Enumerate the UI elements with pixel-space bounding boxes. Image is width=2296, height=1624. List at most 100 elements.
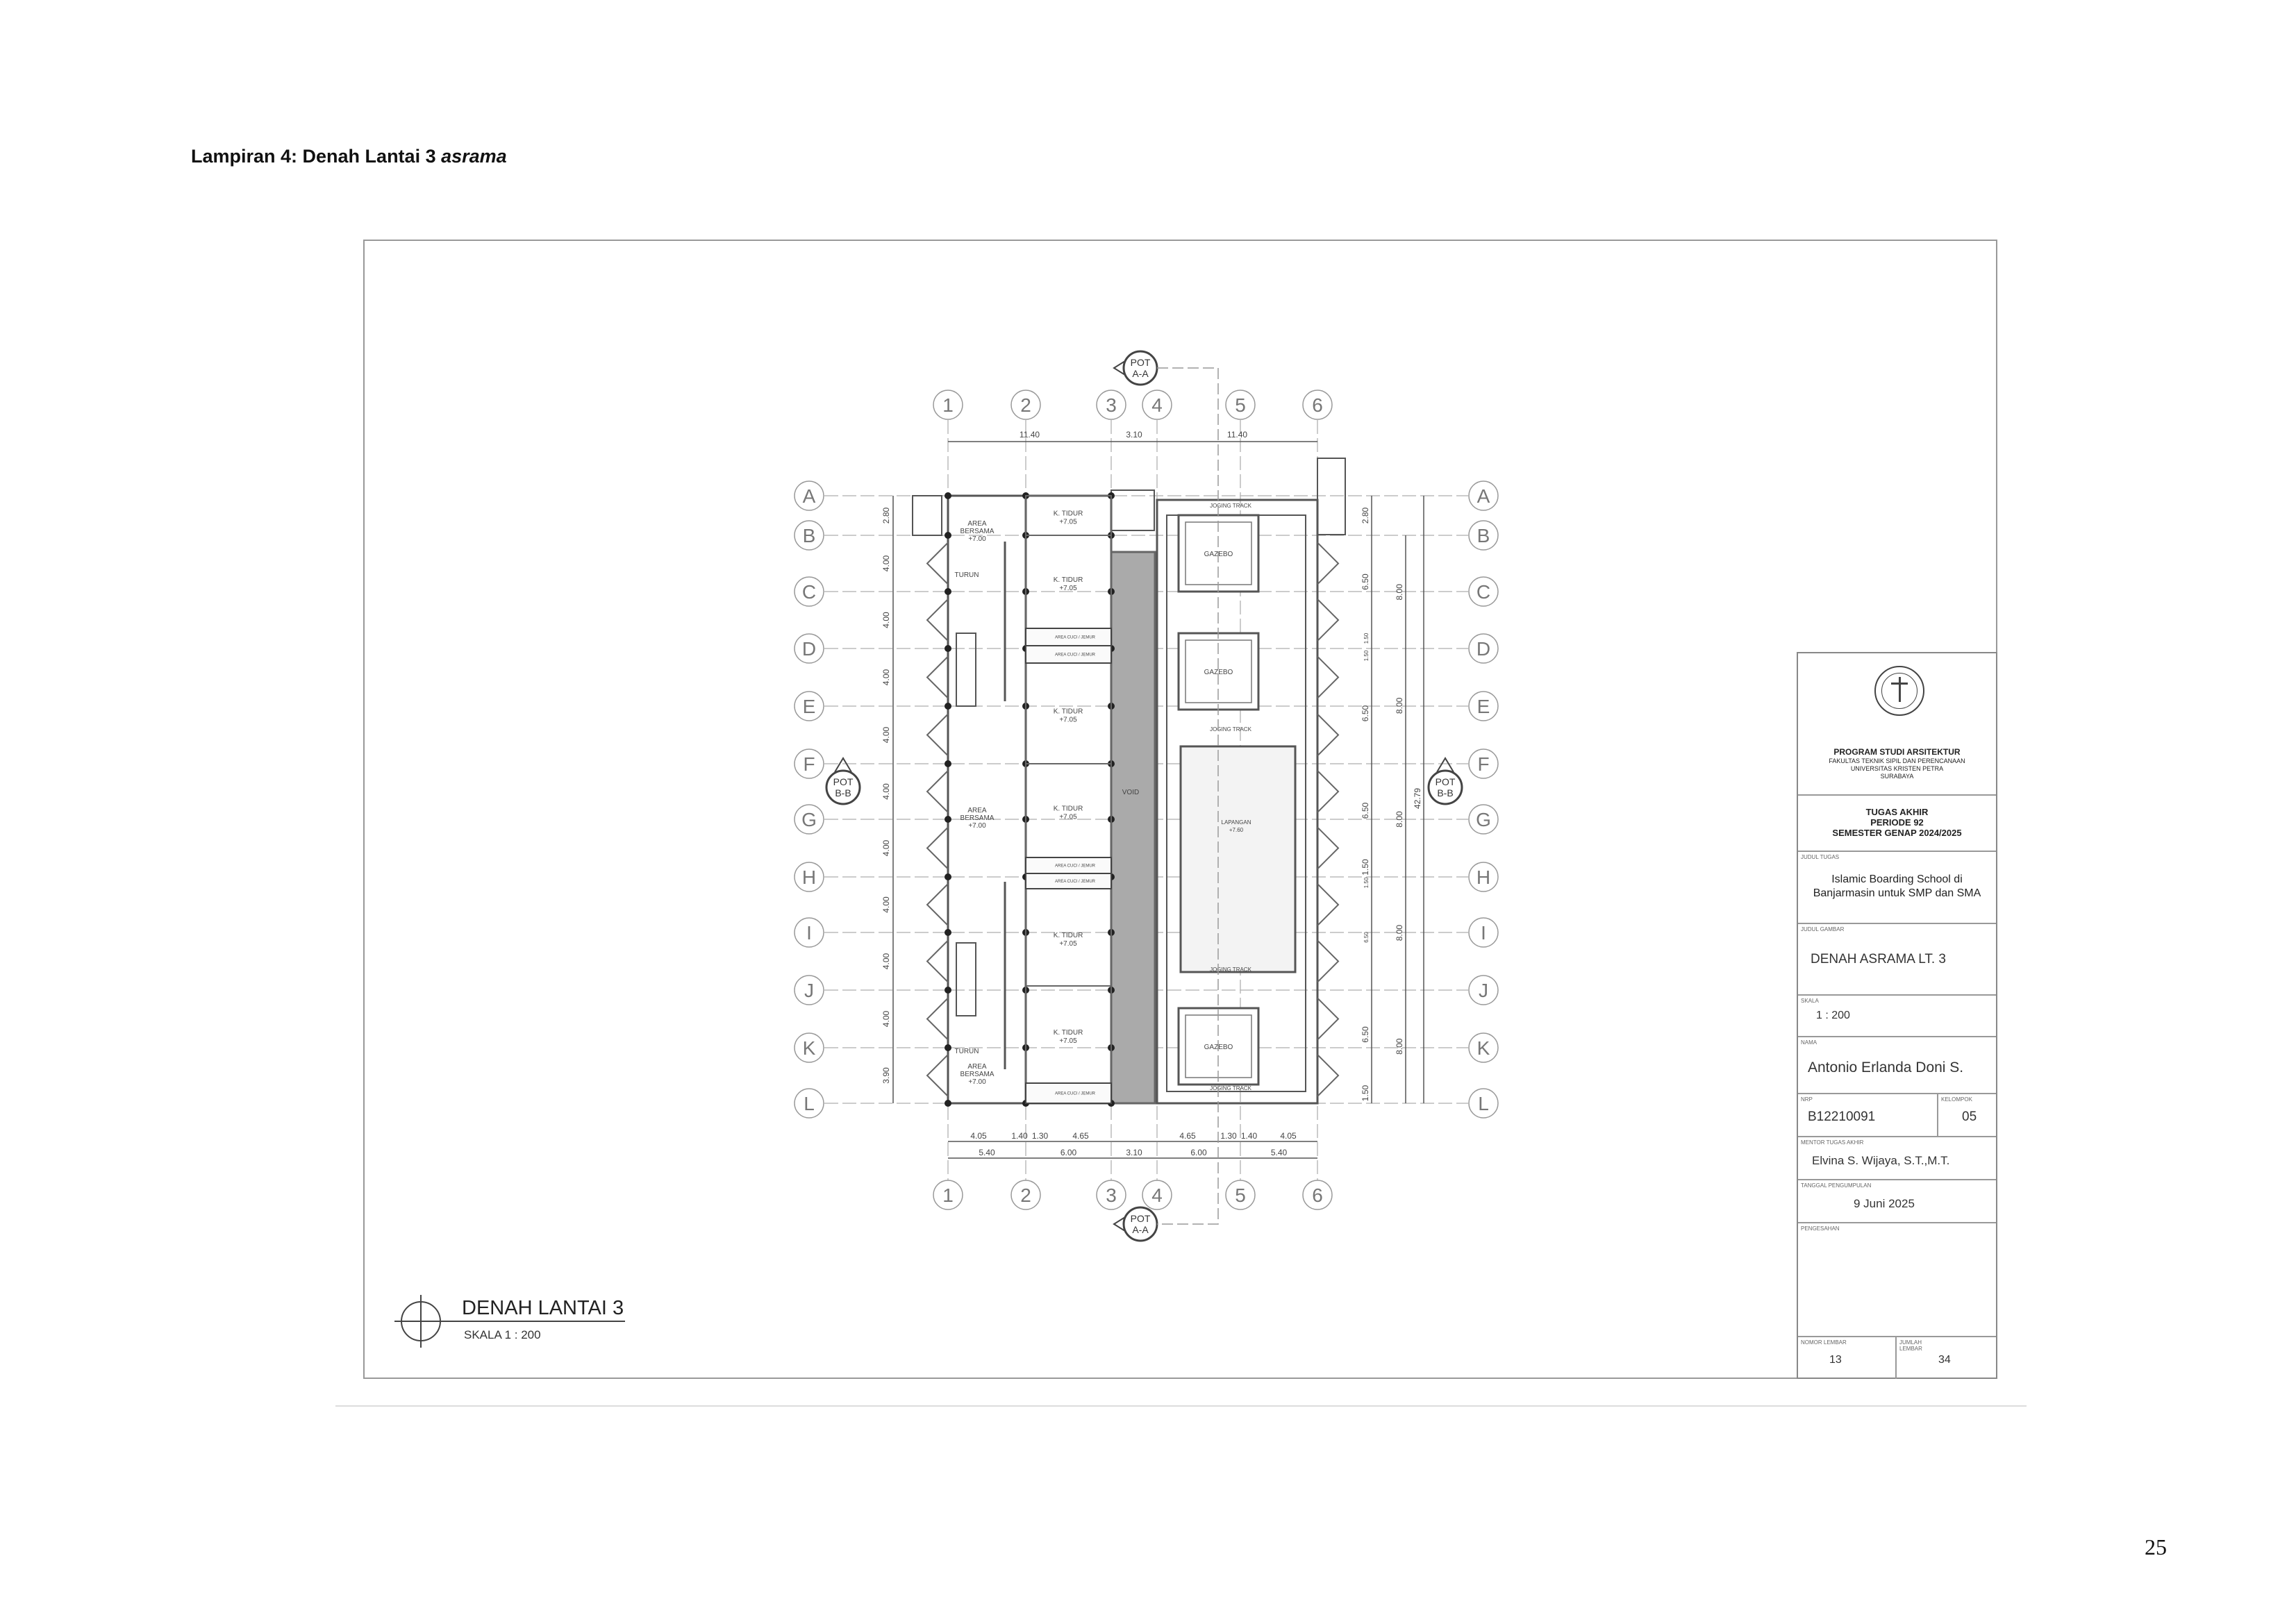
grid-row-label: J	[804, 980, 814, 1001]
balcony-fin	[1317, 883, 1340, 926]
tb-approval-label: PENGESAHAN	[1801, 1225, 1840, 1232]
university-logo	[1874, 666, 1924, 716]
grid-row-label: F	[1477, 753, 1489, 775]
dim-left: 4.00	[881, 783, 891, 800]
gazebo-label: GAZEBO	[1204, 669, 1233, 676]
grid-col-label: 6	[1312, 394, 1323, 416]
tb-drawing-label: JUDUL GAMBAR	[1801, 926, 1845, 932]
tb-sheet-value: 13	[1829, 1354, 1842, 1366]
section-marker-label: POT	[833, 776, 854, 787]
tb-group: KELOMPOK 05	[1937, 1094, 1977, 1136]
grid-row-label: E	[803, 696, 816, 717]
column	[945, 760, 951, 767]
track-label: JOGING TRACK	[1210, 503, 1252, 509]
drawing-title: DENAH LANTAI 3 SKALA 1 : 200	[394, 1295, 625, 1348]
tb-group-value: 05	[1962, 1110, 1977, 1124]
dim-right-1: 1.50	[1363, 877, 1370, 888]
stair-2	[956, 942, 976, 1016]
tb-project-value: Islamic Boarding School di Banjarmasin u…	[1813, 873, 1981, 899]
bedroom-label: K. TIDUR	[1054, 708, 1083, 716]
balcony-fin	[1317, 655, 1340, 699]
balcony-fins	[926, 542, 1340, 1097]
grid-col-label: 3	[1106, 1184, 1117, 1206]
grid-row-label: G	[801, 809, 817, 830]
stair-down-label: TURUN	[955, 1048, 979, 1055]
grid-row-label: D	[1476, 638, 1490, 660]
grid-bubble-col	[933, 1180, 963, 1210]
stair-1	[956, 633, 976, 707]
bedroom-elevation: +7.05	[1059, 814, 1077, 821]
tb-program: PROGRAM STUDI ARSITEKTUR	[1833, 747, 1961, 757]
tb-university: UNIVERSITAS KRISTEN PETRA	[1850, 765, 1944, 772]
dim-left: 4.00	[881, 1010, 891, 1027]
grid-col-label: 6	[1312, 1184, 1323, 1206]
appendix-heading: Lampiran 4: Denah Lantai 3 asrama	[191, 146, 507, 167]
grid-row-label: L	[1478, 1093, 1489, 1114]
grid-bubble-row	[794, 748, 824, 779]
grid-bubble-col	[1096, 390, 1126, 420]
dim-left: 4.00	[881, 669, 891, 685]
grid-bubble-row	[1468, 917, 1499, 948]
grid-bubble-row	[1468, 691, 1499, 721]
tb-scale-label: SKALA	[1801, 998, 1819, 1004]
tb-sheet: NOMOR LEMBAR 13 JUMLAH LEMBAR 34	[1798, 1337, 1996, 1379]
dim-total: 42.79	[1413, 788, 1422, 809]
grid-col-label: 3	[1106, 394, 1117, 416]
grid-col-label: 2	[1020, 1184, 1031, 1206]
grid-col-label: 1	[942, 1184, 954, 1206]
dim-right-2: 8.00	[1395, 925, 1404, 941]
tb-date-value: 9 Juni 2025	[1854, 1197, 1915, 1210]
dim-right-1: 6.50	[1363, 932, 1370, 943]
balcony-fin	[926, 655, 949, 699]
grid-row-label: E	[1477, 696, 1490, 717]
dim-bottom-1: 1.40	[1011, 1131, 1028, 1141]
laundry-label: AREA CUCI / JEMUR	[1055, 1092, 1096, 1096]
dim-left: 4.00	[881, 612, 891, 628]
column	[945, 645, 951, 652]
stair-top-left	[912, 495, 942, 536]
dim-left: 4.00	[881, 839, 891, 856]
common-area-label: BERSAMA	[960, 528, 995, 535]
tb-mentor-value: Elvina S. Wijaya, S.T.,M.T.	[1812, 1154, 1950, 1167]
tb-approval: PENGESAHAN	[1798, 1223, 1996, 1337]
grid-row-label: J	[1479, 980, 1488, 1001]
tb-total-label: JUMLAH LEMBAR	[1899, 1339, 1922, 1352]
dim-right-1: 2.80	[1361, 507, 1370, 524]
grid-col-label: 5	[1235, 1184, 1246, 1206]
dim-bottom-1: 4.05	[970, 1131, 987, 1141]
dim-right-1: 6.50	[1361, 802, 1370, 819]
grid-bubble-row	[794, 480, 824, 511]
laundry-area	[1025, 1082, 1112, 1104]
grid-bubble-col	[1302, 1180, 1333, 1210]
field	[1179, 745, 1297, 973]
field-label: LAPANGAN	[1222, 819, 1251, 826]
grid-bubble-col	[1142, 1180, 1172, 1210]
dim-bottom-1: 4.65	[1179, 1131, 1196, 1141]
dim-bottom-1: 1.30	[1032, 1131, 1049, 1141]
grid-row-label: H	[1476, 867, 1490, 888]
tb-mentor: MENTOR TUGAS AKHIR Elvina S. Wijaya, S.T…	[1798, 1137, 1996, 1180]
tb-period: PERIODE 92	[1870, 817, 1924, 828]
grid-row-label: A	[1477, 485, 1490, 507]
laundry-area	[1025, 873, 1112, 889]
common-area-label: BERSAMA	[960, 814, 995, 822]
column	[945, 816, 951, 823]
grid-bubble-col	[933, 390, 963, 420]
tb-institution: PROGRAM STUDI ARSITEKTUR FAKULTAS TEKNIK…	[1798, 653, 1996, 796]
grid-row-label: L	[804, 1093, 815, 1114]
column	[945, 532, 951, 539]
grid-row-label: A	[803, 485, 816, 507]
track-label: JOGING TRACK	[1210, 726, 1252, 733]
grid-bubble-row	[1468, 975, 1499, 1005]
grid-bubble-col	[1010, 1180, 1041, 1210]
common-area-label: +7.00	[968, 535, 986, 543]
grid-bubble-row	[1468, 1088, 1499, 1119]
grid-bubble-row	[794, 633, 824, 664]
section-marker-label: POT	[1436, 776, 1456, 787]
grid-row-label: B	[803, 525, 816, 546]
laundry-label: AREA CUCI / JEMUR	[1055, 880, 1096, 884]
heading-text: Lampiran 4: Denah Lantai 3	[191, 146, 442, 167]
